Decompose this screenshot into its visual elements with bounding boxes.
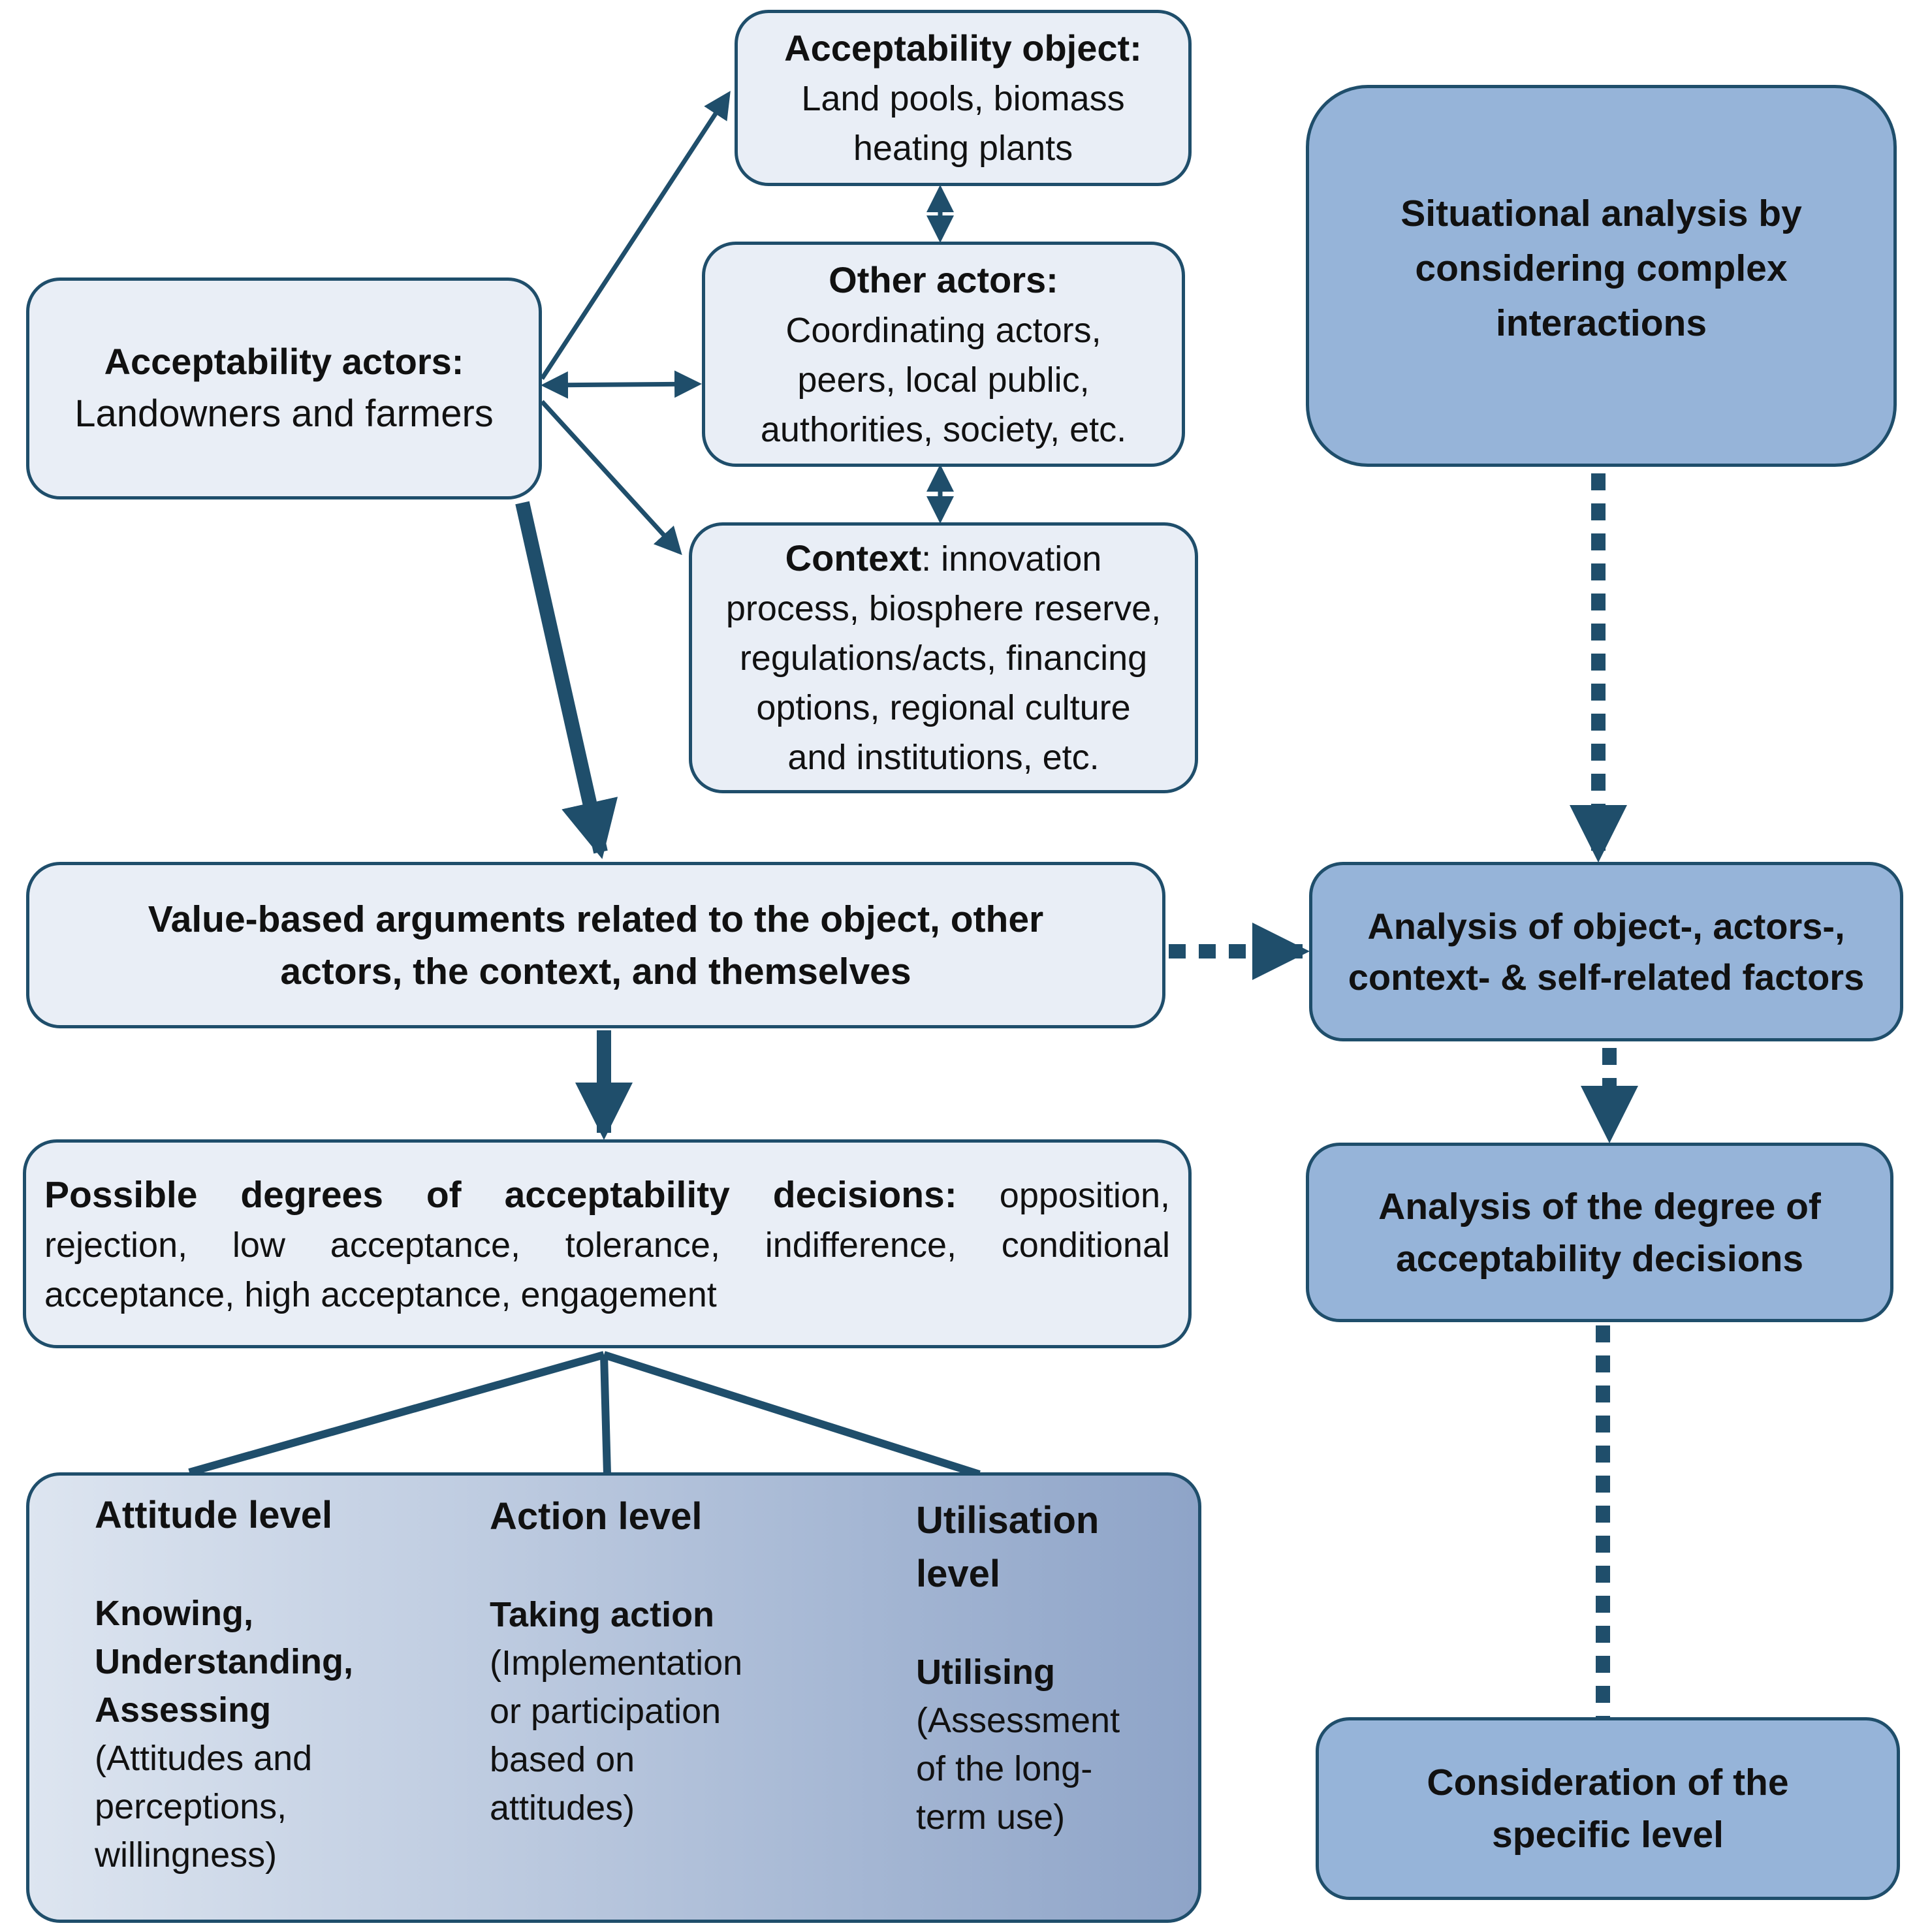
analysis-degree-line: acceptability decisions [1395,1237,1804,1280]
attitude-level-column: Attitude level Knowing, Understanding, A… [95,1489,434,1879]
context-line: process, biosphere reserve, [725,589,1162,628]
acceptability-object-title: Acceptability object: [784,27,1142,69]
possible-degrees-box: Possible degrees of acceptability decisi… [23,1139,1192,1348]
action-level-desc: (Implementation [490,1643,743,1683]
consideration-line: Consideration of the [1427,1762,1789,1803]
arrow-actors-to-arguments [515,501,618,859]
utilisation-level-desc: of the long- [916,1749,1093,1788]
utilisation-level-heading: Utilisation [916,1499,1100,1542]
acceptability-object-box: Acceptability object: Land pools, biomas… [735,10,1192,186]
action-level-sub: Taking action [490,1595,715,1634]
analysis-factors-line: context- & self-related factors [1348,956,1865,998]
acceptability-actors-text: Landowners and farmers [74,392,494,435]
context-title: Context [785,537,922,578]
possible-degrees-line-1: Possible degrees of acceptability decisi… [44,1170,1170,1220]
action-level-desc: based on [490,1740,635,1779]
possible-degrees-first-item: opposition, [999,1176,1170,1215]
levels-box: Attitude level Knowing, Understanding, A… [26,1472,1201,1923]
arrow-actors-to-object [540,91,731,380]
action-level-column: Action level Taking action (Implementati… [490,1490,829,1832]
utilisation-level-desc: term use) [916,1797,1066,1837]
other-actors-line: Coordinating actors, [785,310,1101,350]
context-line: and institutions, etc. [787,738,1100,777]
possible-degrees-title: Possible degrees of acceptability decisi… [44,1174,957,1216]
attitude-level-heading: Attitude level [95,1494,333,1536]
attitude-level-sub: Knowing, [95,1594,253,1633]
action-level-heading: Action level [490,1495,703,1538]
other-actors-title: Other actors: [829,259,1058,300]
consideration-line: specific level [1492,1814,1724,1856]
branch-to-utilisation [603,1351,981,1478]
utilisation-level-heading: level [916,1553,1000,1595]
attitude-level-sub: Understanding, [95,1642,354,1681]
analysis-factors-line: Analysis of object-, actors-, [1367,905,1845,947]
analysis-degree-box: Analysis of the degree of acceptability … [1306,1143,1893,1322]
action-level-desc: or participation [490,1692,721,1731]
possible-degrees-line-3: acceptance, high acceptance, engagement [44,1275,717,1314]
acceptability-actors-title: Acceptability actors: [104,341,464,382]
value-arguments-box: Value-based arguments related to the obj… [26,862,1165,1028]
attitude-level-desc: willingness) [95,1835,277,1875]
utilisation-level-sub: Utilising [916,1653,1055,1692]
context-box: Context: innovation process, biosphere r… [689,522,1198,793]
attitude-level-sub: Assessing [95,1690,272,1730]
branch-to-attitude [188,1351,605,1476]
situational-analysis-line: interactions [1495,302,1707,344]
value-arguments-line: actors, the context, and themselves [280,950,911,992]
analysis-degree-line: Analysis of the degree of [1378,1185,1821,1227]
action-level-desc: attitudes) [490,1788,635,1828]
other-actors-box: Other actors: Coordinating actors, peers… [702,242,1185,467]
context-line: options, regional culture [756,688,1131,727]
other-actors-line: authorities, society, etc. [760,409,1127,449]
acceptability-actors-box: Acceptability actors: Landowners and far… [26,277,542,499]
context-title-suffix: : innovation [921,539,1102,578]
branch-to-action [600,1354,611,1475]
arrow-actors-to-context [540,400,682,556]
context-line: regulations/acts, financing [739,639,1148,678]
situational-analysis-box: Situational analysis by considering comp… [1306,85,1897,467]
consideration-box: Consideration of the specific level [1316,1717,1900,1900]
attitude-level-desc: perceptions, [95,1787,287,1826]
other-actors-line: peers, local public, [797,360,1090,400]
arrow-actors-others-bidirectional [541,370,702,399]
analysis-factors-box: Analysis of object-, actors-, context- &… [1309,862,1903,1041]
acceptability-object-line: heating plants [853,129,1073,168]
situational-analysis-line: Situational analysis by [1401,193,1802,234]
attitude-level-desc: (Attitudes and [95,1739,313,1778]
possible-degrees-line-2: rejection, low acceptance, tolerance, in… [44,1226,1170,1265]
situational-analysis-line: considering complex [1415,247,1788,289]
acceptability-object-line: Land pools, biomass [801,79,1125,118]
context-first-line: Context: innovation [785,533,1102,584]
utilisation-level-desc: (Assessment [916,1701,1120,1740]
value-arguments-line: Value-based arguments related to the obj… [148,898,1044,940]
utilisation-level-column: Utilisation level Utilising (Assessment … [916,1494,1177,1841]
